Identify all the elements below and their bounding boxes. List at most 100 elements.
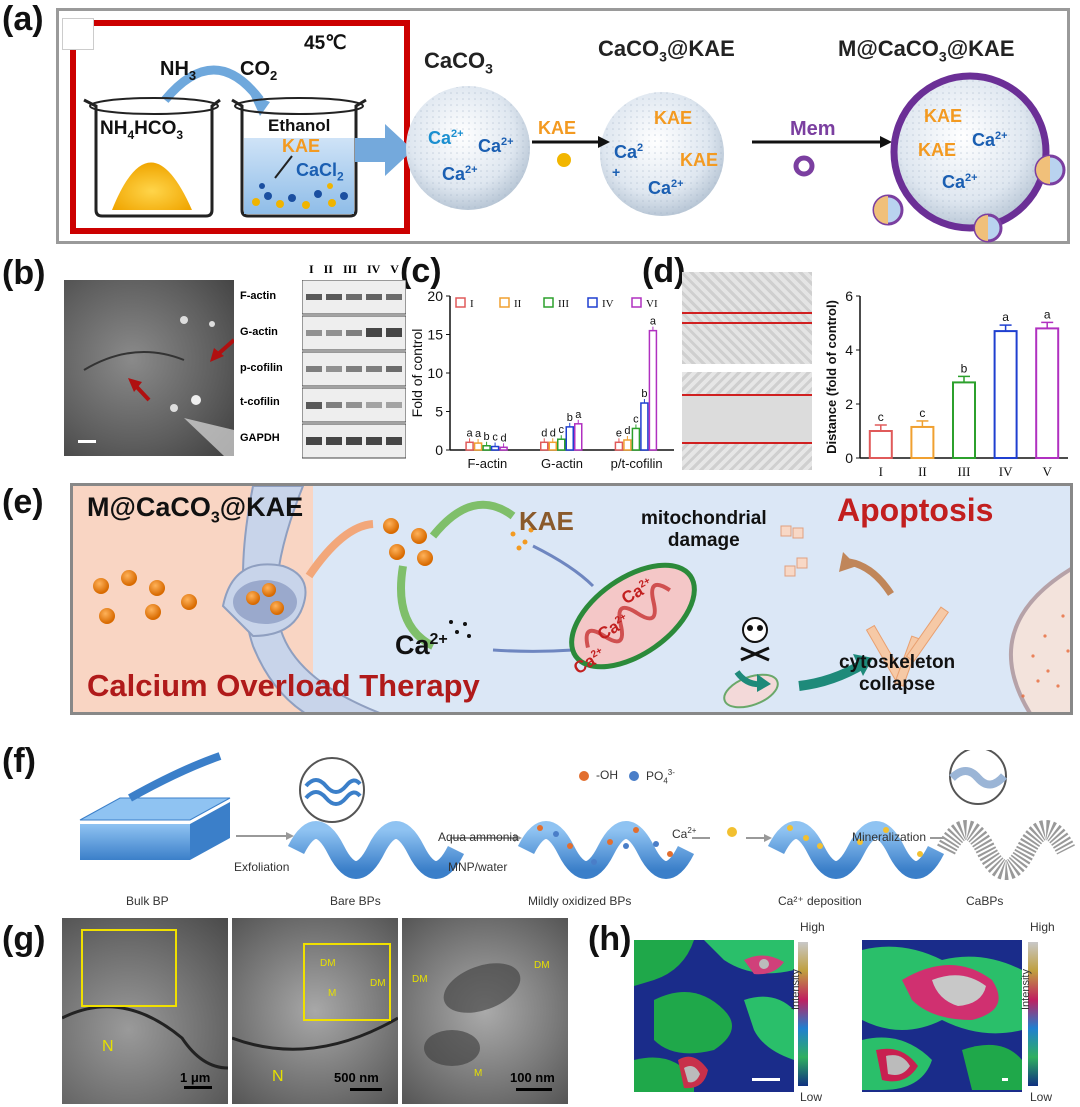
ion-label: Ca2+ (442, 164, 478, 184)
panel-label-d: (d) (642, 252, 686, 290)
beaker-2 (231, 98, 367, 218)
ethanol-label: Ethanol (268, 116, 331, 135)
x-tick-label: I (879, 464, 883, 479)
bar (614, 441, 624, 451)
bar (648, 329, 658, 451)
significance-letter: b (484, 431, 490, 443)
legend-swatch (631, 297, 642, 308)
legend-po4: PO43- (646, 768, 675, 786)
panel-label-f: (f) (2, 742, 36, 780)
legend-oh: -OH (596, 768, 618, 782)
legend-label: VI (646, 298, 658, 310)
significance-letter: d (501, 432, 507, 444)
scratch-image-2 (682, 372, 812, 470)
bar (640, 402, 649, 451)
row-label-p-cofilin: p-cofilin (240, 362, 283, 374)
nh3-label: NH3 (160, 58, 197, 83)
dm-label: DM (412, 974, 428, 985)
legend-label: IV (602, 298, 614, 310)
kae-label: KAE (654, 108, 693, 128)
cabp-label: CaBPs (966, 894, 1004, 908)
y-tick-label: 5 (435, 404, 443, 420)
arrow-mem-label: Mem (790, 118, 836, 140)
x-tick-label: IV (999, 464, 1013, 479)
m-label: M (474, 1068, 483, 1079)
panel-label-a: (a) (2, 0, 44, 38)
x-tick-label: G-actin (541, 456, 583, 471)
row-label-t-cofilin: t-cofilin (240, 396, 280, 408)
panel-e-illustration (73, 486, 1070, 712)
caco3-kae-title: CaCO3@KAE (598, 36, 735, 65)
significance-letter: b (641, 388, 647, 400)
significance-letter: c (878, 410, 884, 424)
legend-ca: Ca2+ (672, 826, 697, 841)
significance-letter: c (633, 413, 639, 425)
temperature-label: 45℃ (304, 33, 347, 54)
ion-label: Ca2+ (648, 178, 684, 198)
colorbar-high: High (800, 920, 825, 934)
co2-label: CO2 (240, 58, 278, 83)
colorbar-low: Low (800, 1090, 823, 1104)
y-axis-label: Fold of control (409, 329, 425, 418)
legend-swatch (543, 297, 554, 308)
bar (548, 441, 557, 451)
kae-in-beaker: KAE (282, 136, 321, 156)
legend-label: I (470, 298, 474, 310)
bar (1035, 327, 1060, 460)
caco3-title: CaCO3 (424, 48, 493, 77)
gas-arrow (161, 65, 264, 103)
ion-label: Ca2+ (428, 128, 464, 148)
legend-swatch (587, 297, 598, 308)
colorbar-1 (798, 942, 808, 1086)
panel-label-b: (b) (2, 254, 46, 292)
m-caco3-kae-title: M@CaCO3@KAE (838, 36, 1015, 65)
bare-bp-label: Bare BPs (330, 894, 381, 908)
significance-letter: a (575, 409, 582, 421)
bar (473, 442, 483, 451)
e-kae-label: KAE (519, 506, 574, 536)
bar (499, 446, 508, 451)
ca-deposition-bp (767, 821, 945, 879)
ion-label: Ca2+ (478, 136, 514, 156)
significance-letter: a (650, 316, 657, 328)
exfoliation-label: Exfoliation (234, 860, 290, 874)
arrow-kae-label: KAE (538, 118, 577, 138)
significance-letter: a (467, 427, 474, 439)
row-label-gapdh: GAPDH (240, 432, 280, 444)
panel-label-e: (e) (2, 483, 44, 521)
panel-a-beakers (83, 65, 367, 218)
synthesis-box (70, 20, 410, 234)
bar (574, 423, 583, 451)
bar (623, 439, 632, 451)
nh4hco3-label: NH4HCO3 (100, 118, 184, 142)
tem-image-g2: N DM M DM 500 nm (232, 918, 398, 1104)
significance-letter: b (961, 361, 968, 375)
mild-bp-label: Mildly oxidized BPs (528, 894, 632, 908)
x-tick-label: F-actin (467, 456, 507, 471)
bare-bp (287, 821, 465, 879)
y-tick-label: 20 (427, 288, 443, 304)
bar (952, 381, 976, 459)
therapy-label: Calcium Overload Therapy (87, 668, 480, 703)
legend-label: III (558, 298, 569, 310)
intensity-map-2 (862, 940, 1022, 1092)
dm-label: DM (370, 978, 386, 989)
vesicles (872, 154, 1066, 243)
significance-letter: e (616, 427, 622, 439)
colorbar-2 (1028, 942, 1038, 1086)
apoptosis-label: Apoptosis (837, 492, 994, 528)
tem-image-g1: N 1 μm (62, 918, 228, 1104)
colorbar-title: Intensity (1020, 969, 1032, 1010)
panel-label-h: (h) (588, 920, 632, 958)
oxidized-bp (517, 821, 695, 879)
aqua-ammonia-label: Aqua ammonia (438, 830, 519, 844)
significance-letter: a (1044, 307, 1051, 321)
x-tick-label: II (918, 464, 927, 479)
y-tick-label: 0 (435, 442, 443, 458)
plus-label: + (612, 164, 621, 180)
cell-fragments (780, 525, 808, 577)
